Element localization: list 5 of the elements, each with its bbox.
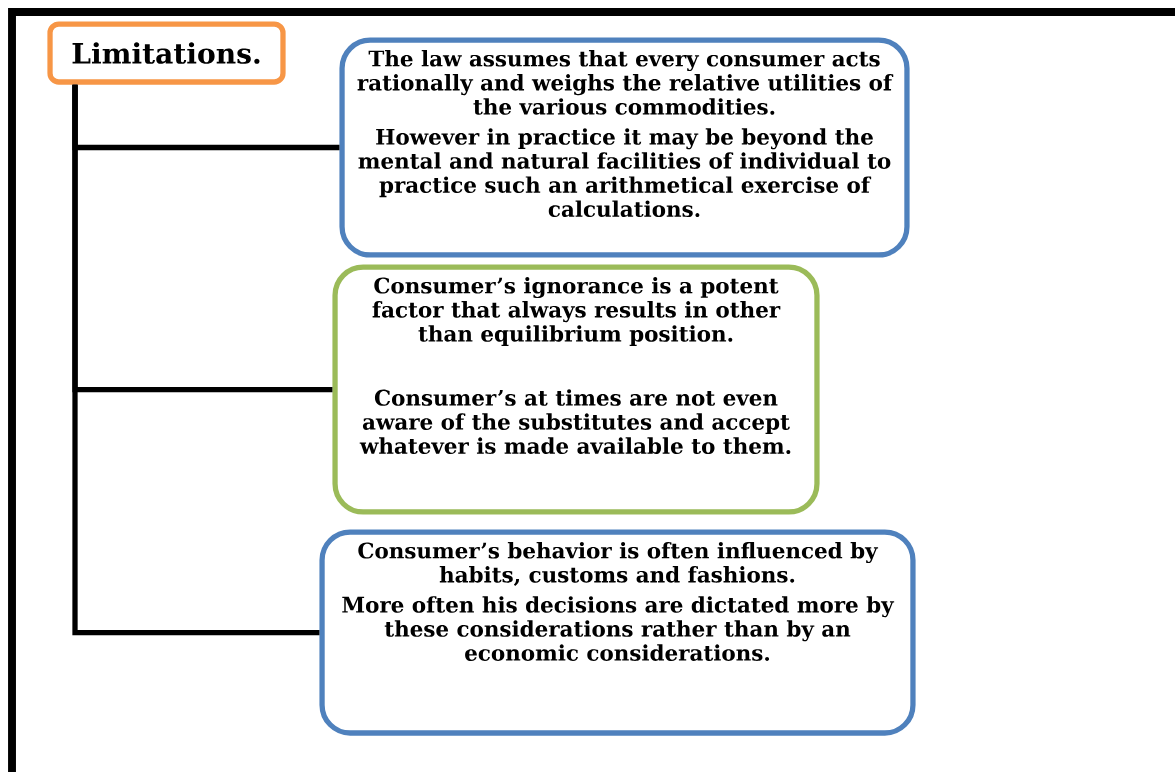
connector-line (72, 84, 320, 636)
text-box: Consumer’s ignorance is a potent factor that always results in other than equilibrium position. Consumer’s at times are not even aware of the substitutes and accept whatever is made available to them. (332, 264, 820, 515)
text-box: The law assumes that every consumer acts rationally and weighs the relative utilities of the various commodities. However in practice it may be beyond the mental and natural facilities of individual to practice such an arithmetical exercise of calculations. (339, 37, 910, 258)
title-box: Limitations. (47, 21, 286, 85)
text-box: Consumer’s behavior is often influenced by habits, customs and fashions. More often his decisions are dictated more by these considerations rather than by an economic considerations. (319, 529, 916, 736)
